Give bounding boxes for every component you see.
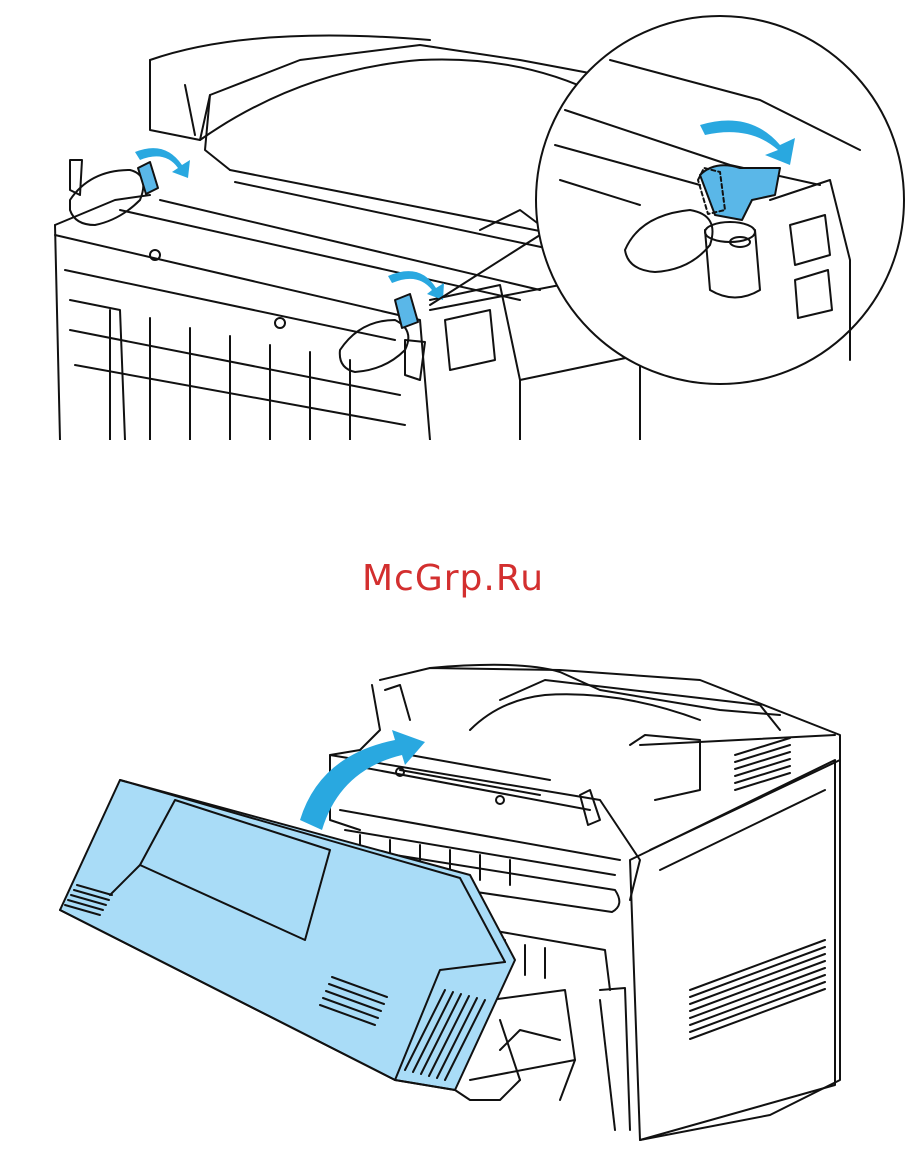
close-back-cover-illustration (0, 660, 906, 1153)
magnifier-callout-icon (430, 16, 904, 384)
back-cover-icon (60, 780, 560, 1100)
watermark-text: McGrp.Ru (0, 556, 906, 602)
fuser-lever-illustration (0, 0, 906, 440)
